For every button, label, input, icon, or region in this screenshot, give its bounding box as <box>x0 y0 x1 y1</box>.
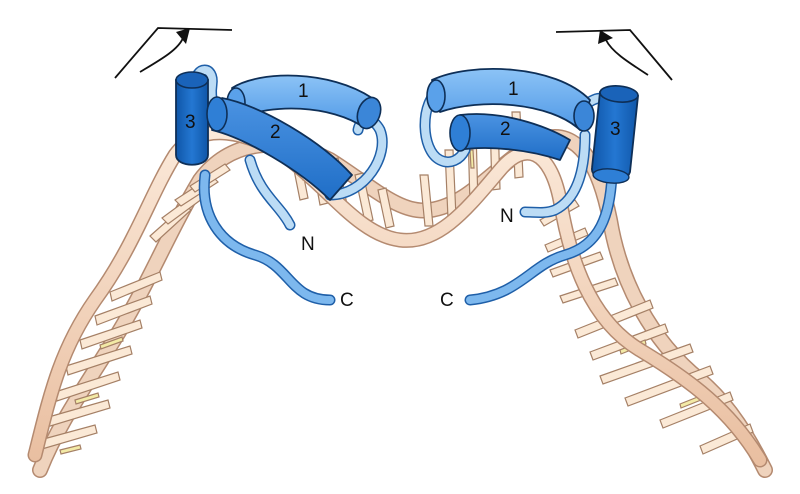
left-rotation-indicator <box>114 27 233 79</box>
label-right-helix-3: 3 <box>610 119 621 140</box>
right-rotation-indicator <box>555 29 673 81</box>
labels: 1 2 3 1 2 3 N C N C <box>185 79 621 311</box>
dna-front-backbone <box>27 125 768 468</box>
label-right-c-terminus: C <box>440 290 454 311</box>
label-right-n-terminus: N <box>500 206 514 227</box>
right-helix-2 <box>457 113 571 161</box>
right-protein-domain <box>419 68 639 306</box>
left-helix-3 <box>175 79 209 166</box>
label-right-helix-1: 1 <box>508 79 519 100</box>
left-protein-domain <box>175 64 388 306</box>
label-left-n-terminus: N <box>301 234 315 255</box>
label-left-c-terminus: C <box>340 290 354 311</box>
label-right-helix-2: 2 <box>500 119 511 140</box>
left-helix-2 <box>211 97 353 201</box>
label-left-helix-3: 3 <box>185 112 196 133</box>
label-left-helix-1: 1 <box>298 81 309 102</box>
label-left-helix-2: 2 <box>270 122 281 143</box>
